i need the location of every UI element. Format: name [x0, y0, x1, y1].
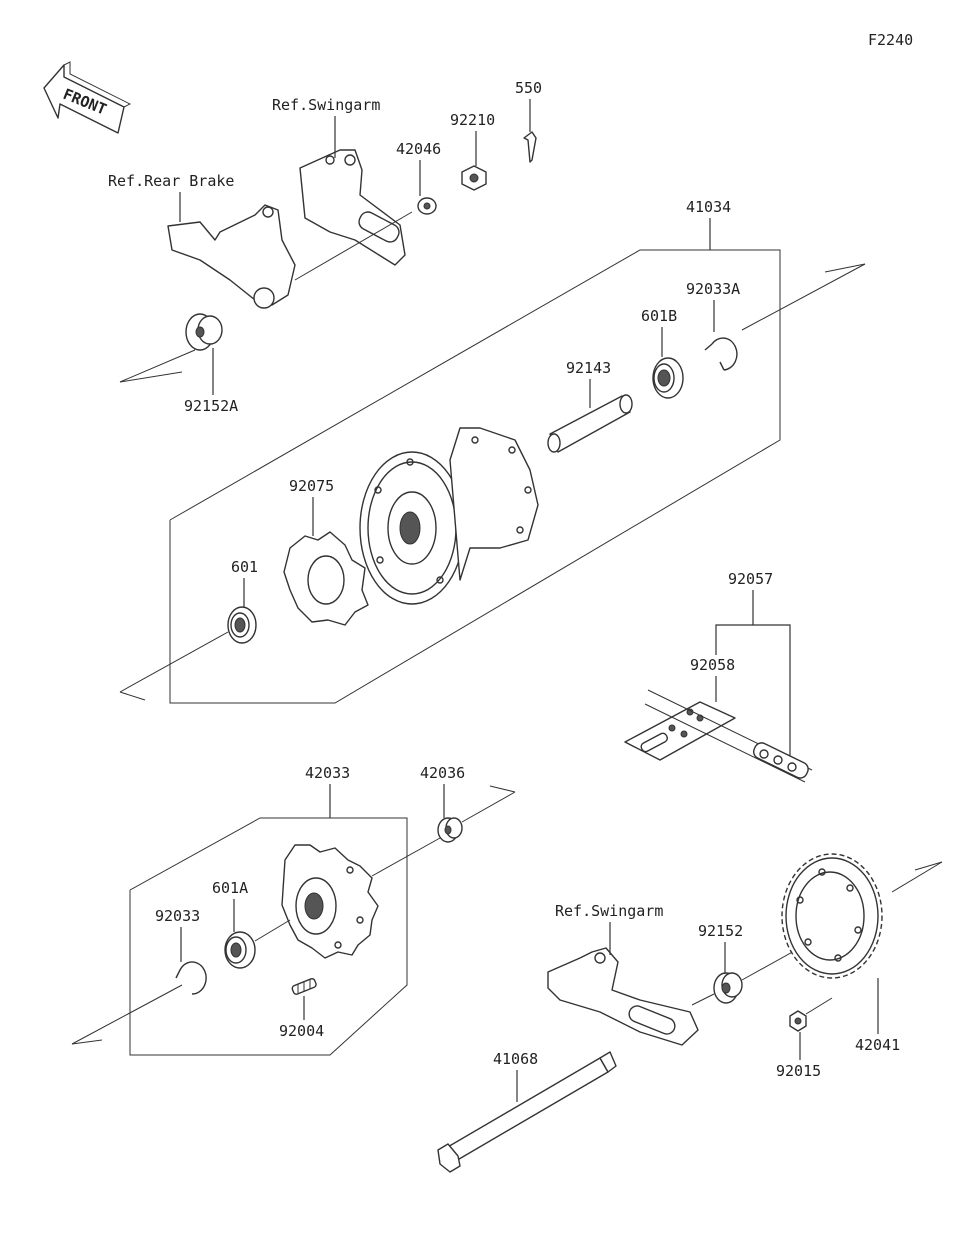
stud-92004-drawing: [291, 978, 317, 995]
axis-line: [254, 919, 291, 942]
axis-line: [741, 263, 866, 331]
axis-line: [489, 785, 516, 793]
hub-group-outline: [169, 249, 781, 704]
label-92015: 92015: [776, 1062, 821, 1080]
ref-rear-brake-label: Ref.Rear Brake: [108, 172, 234, 190]
axis-line: [805, 997, 833, 1015]
circlip-92033-drawing: [175, 961, 207, 995]
leader-line: [715, 590, 754, 655]
rear-sprocket-42041-drawing: [781, 853, 883, 979]
label-42046: 42046: [396, 140, 441, 158]
swingarm-top-drawing: [299, 149, 406, 266]
axis-line: [691, 993, 715, 1006]
label-92152: 92152: [698, 922, 743, 940]
drive-chain-92057-drawing: [644, 689, 813, 783]
swingarm-bottom-drawing: [547, 947, 699, 1046]
washer-hole: [423, 202, 431, 210]
bearing-601b-drawing: [652, 357, 684, 399]
collar-92152a-drawing: [185, 313, 223, 351]
collar-42036-drawing: [437, 817, 463, 843]
rear-hub-drawing: [359, 427, 539, 605]
label-550: 550: [515, 79, 542, 97]
axle-41068-drawing: [437, 1051, 617, 1173]
label-601: 601: [231, 558, 258, 576]
label-42041: 42041: [855, 1036, 900, 1054]
axis-line: [119, 349, 196, 383]
axis-line: [891, 861, 943, 893]
label-92004: 92004: [279, 1022, 324, 1040]
axis-line: [71, 1039, 103, 1045]
axis-line: [119, 371, 183, 383]
sleeve-92143-drawing: [547, 394, 633, 453]
axis-line: [371, 837, 441, 877]
nut-hole: [469, 173, 479, 183]
label-92152a: 92152A: [184, 397, 238, 415]
sprocket-hub-group-outline: [129, 817, 408, 1056]
sprocket-hub-42033-drawing: [281, 844, 379, 959]
label-42036: 42036: [420, 764, 465, 782]
front-arrow-icon: FRONT: [43, 61, 132, 134]
cotter-pin-550-drawing: [523, 131, 537, 163]
damper-92075-drawing: [283, 531, 369, 626]
label-42033: 42033: [305, 764, 350, 782]
rear-brake-bracket-drawing: [167, 204, 296, 309]
axis-line: [71, 984, 183, 1045]
collar-92152-drawing: [713, 972, 743, 1004]
axis-line: [119, 631, 229, 693]
axis-line: [914, 861, 943, 871]
bearing-601a-drawing: [224, 931, 256, 969]
label-41068: 41068: [493, 1050, 538, 1068]
circlip-92033a-drawing: [704, 337, 738, 371]
label-92143: 92143: [566, 359, 611, 377]
label-92058: 92058: [690, 656, 735, 674]
chain-joint-92058-drawing: [624, 701, 736, 761]
axis-line: [119, 691, 146, 701]
leader-line: [753, 624, 791, 760]
label-92033: 92033: [155, 907, 200, 925]
axis-line: [461, 791, 516, 823]
ref-swingarm-bottom-label: Ref.Swingarm: [555, 902, 663, 920]
label-92210: 92210: [450, 111, 495, 129]
axis-line: [824, 263, 866, 273]
label-601a: 601A: [212, 879, 248, 897]
nut-hole: [794, 1017, 802, 1025]
label-92075: 92075: [289, 477, 334, 495]
ref-swingarm-top-label: Ref.Swingarm: [272, 96, 380, 114]
bearing-601-drawing: [227, 606, 257, 644]
label-41034: 41034: [686, 198, 731, 216]
label-92033a: 92033A: [686, 280, 740, 298]
label-601b: 601B: [641, 307, 677, 325]
axis-line: [294, 211, 413, 281]
label-92057: 92057: [728, 570, 773, 588]
figure-code: F2240: [868, 31, 913, 49]
